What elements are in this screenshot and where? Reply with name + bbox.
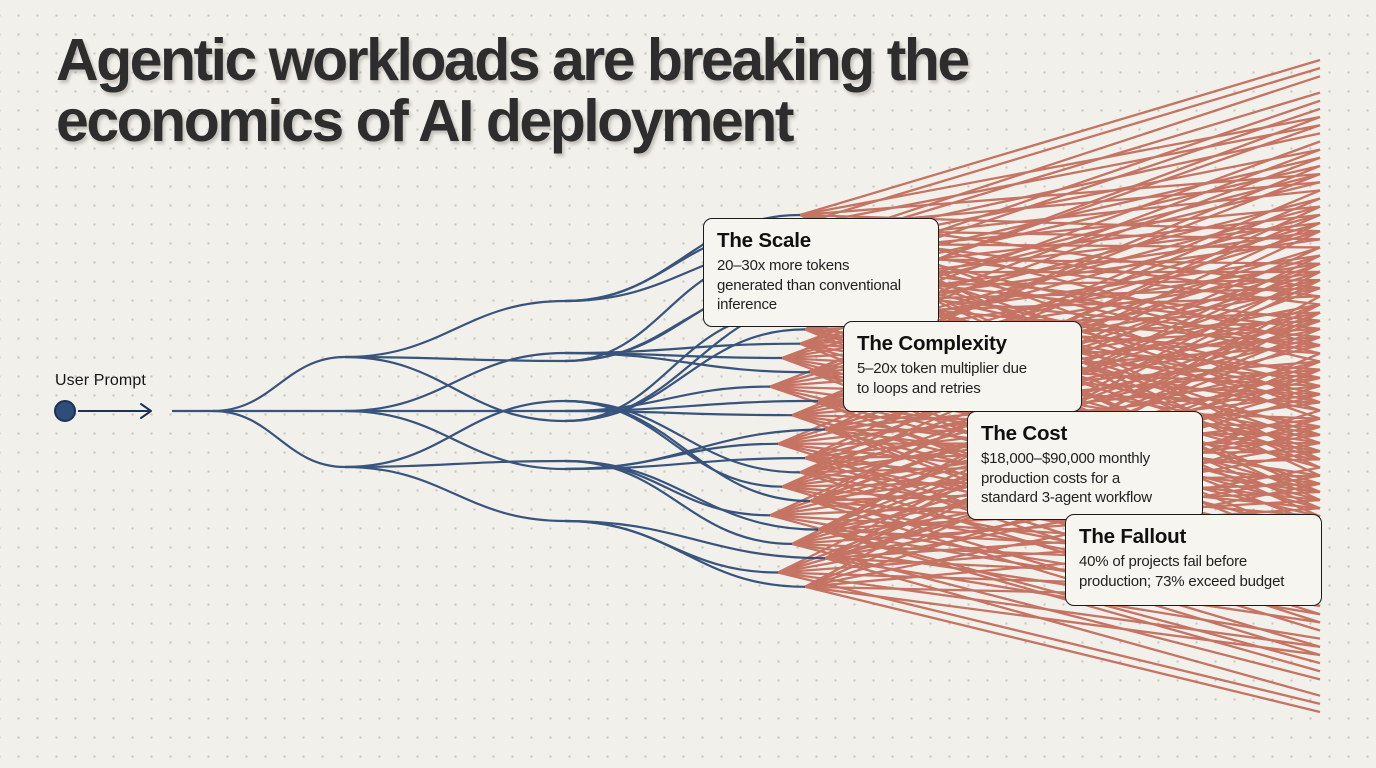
agent-branch-lines	[172, 213, 826, 588]
title-line-1: Agentic workloads are breaking the	[56, 27, 970, 93]
arrow-right-icon	[140, 403, 152, 419]
user-prompt-node	[54, 400, 152, 422]
callout-the-cost: The Cost $18,000–$90,000 monthly product…	[967, 411, 1203, 520]
callout-the-fallout: The Fallout 40% of projects fail before …	[1065, 514, 1322, 606]
callout-the-scale: The Scale 20–30x more tokens generated t…	[703, 218, 939, 327]
callout-body: 20–30x more tokens generated than conven…	[717, 257, 901, 313]
user-prompt-label: User Prompt	[55, 372, 146, 389]
callout-title: The Complexity	[857, 332, 1007, 355]
title-line-2: economics of AI deployment	[56, 87, 795, 154]
callout-body: 5–20x token multiplier due to loops and …	[857, 360, 1027, 397]
callout-title: The Scale	[717, 229, 811, 252]
callout-body: 40% of projects fail before production; …	[1079, 553, 1285, 590]
callout-title: The Fallout	[1079, 525, 1187, 548]
callout-title: The Cost	[981, 422, 1068, 445]
callout-body: $18,000–$90,000 monthly production costs…	[981, 450, 1152, 506]
callout-the-complexity: The Complexity 5–20x token multiplier du…	[843, 321, 1082, 412]
